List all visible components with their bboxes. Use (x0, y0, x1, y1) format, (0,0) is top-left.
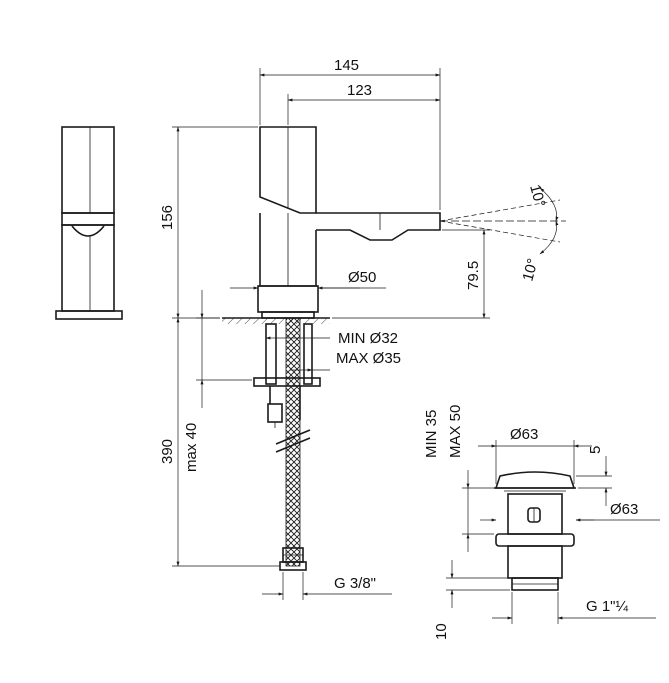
hole-max: MAX Ø35 (336, 350, 401, 367)
angle-up: 10° (526, 183, 548, 209)
dim-79-5: 79.5 (465, 261, 482, 290)
dim-max-40: max 40 (183, 423, 200, 472)
side-view (55, 126, 123, 320)
waste-thread: G 1"¼ (586, 598, 629, 615)
waste-view (494, 471, 576, 591)
faucet-dimensions: 145 123 156 79.5 Ø50 10° 10° MIN Ø32 M (159, 57, 566, 600)
thread-supply: G 3/8" (334, 575, 376, 592)
waste-deck-max: MAX 50 (447, 405, 464, 458)
waste-cap-height: 5 (587, 446, 604, 454)
dim-390: 390 (159, 439, 176, 464)
front-view (222, 126, 441, 571)
dim-145: 145 (334, 57, 359, 74)
dim-156: 156 (159, 205, 176, 230)
waste-thread-length: 10 (433, 623, 450, 640)
angle-down: 10° (519, 257, 541, 283)
waste-deck-min: MIN 35 (423, 410, 440, 458)
waste-dimensions: MIN 35 MAX 50 Ø63 5 Ø63 G 1"¼ (423, 405, 660, 640)
dim-123: 123 (347, 82, 372, 99)
waste-top-diameter: Ø63 (510, 426, 538, 443)
dim-diameter-50: Ø50 (348, 269, 376, 286)
hole-min: MIN Ø32 (338, 330, 398, 347)
waste-flange-diameter: Ø63 (610, 501, 638, 518)
